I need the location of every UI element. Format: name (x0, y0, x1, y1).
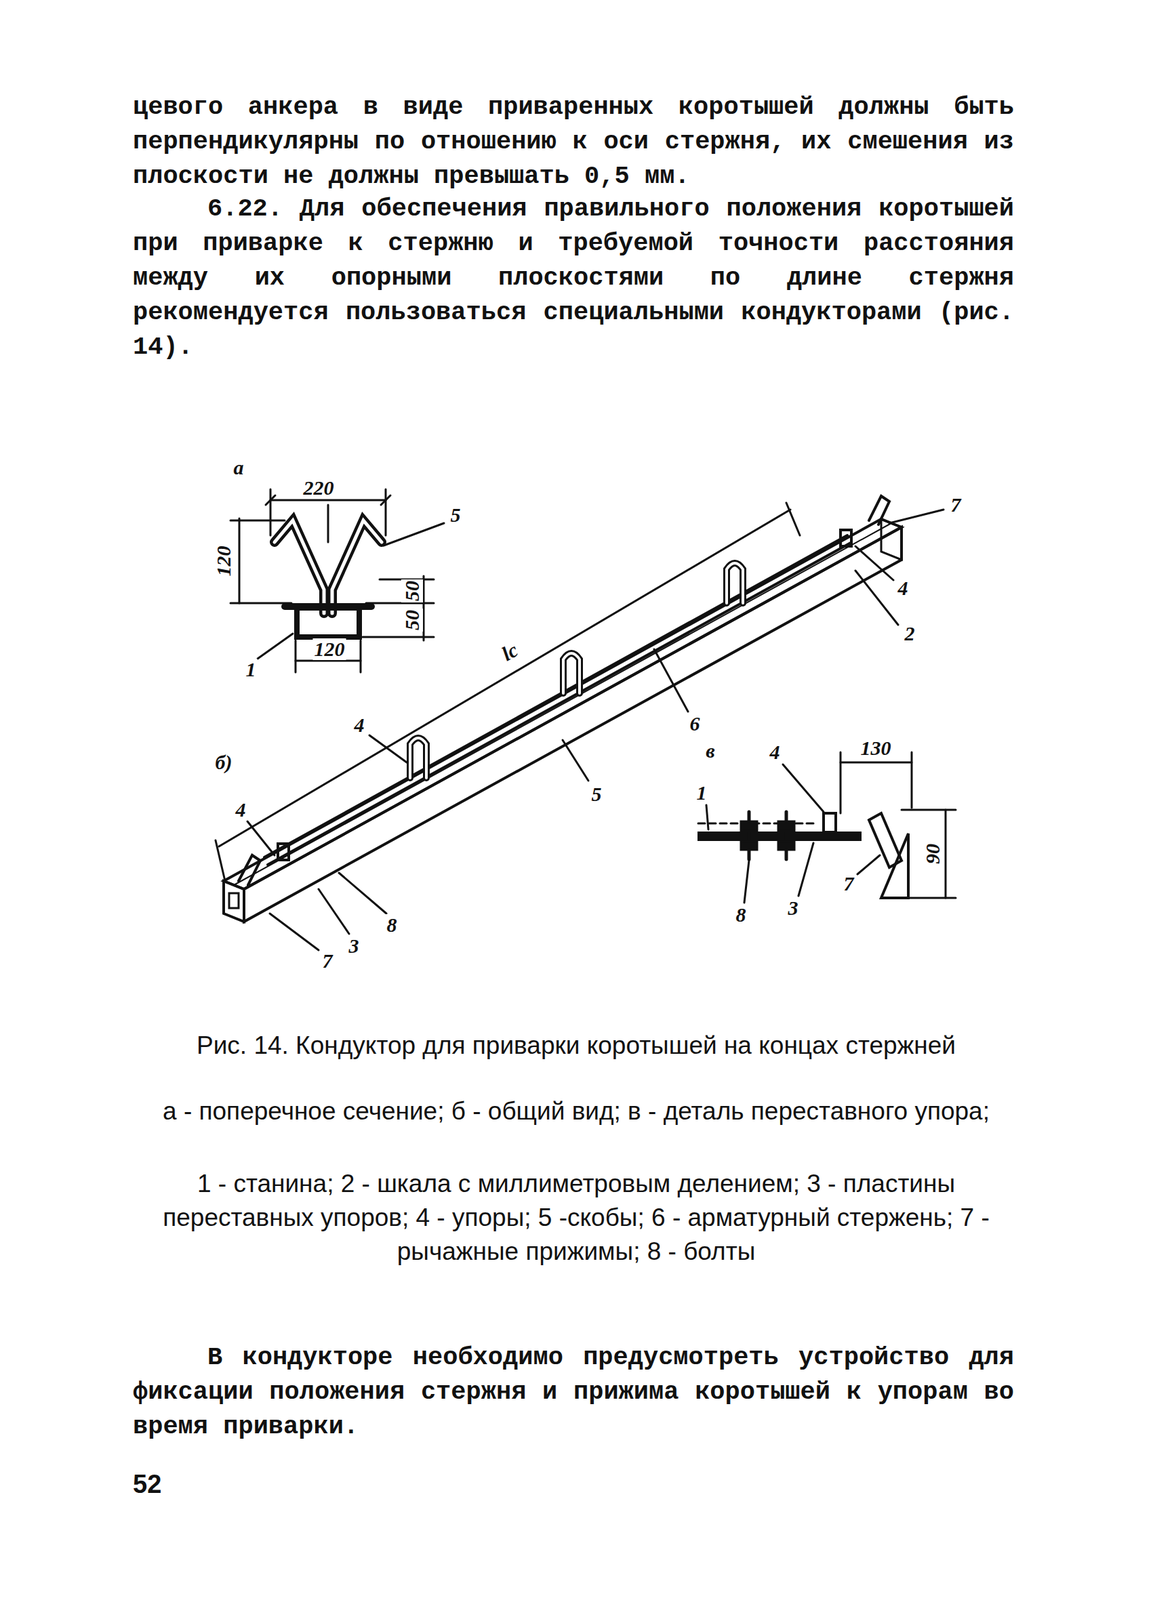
body-paragraph: цевого анкера в виде приваренных коротыш… (132, 90, 1015, 194)
callout-number: 3 (786, 897, 800, 920)
figure-key: 1 - станина; 2 - шкала с миллиметровым д… (135, 1167, 1017, 1269)
callout-number: 4 (353, 714, 367, 737)
callout-number: lс (496, 638, 523, 666)
callout-number: 1 (695, 782, 709, 804)
page-number: 52 (132, 1470, 162, 1499)
callout-number: 220 (302, 477, 336, 499)
callout-number: 8 (385, 914, 399, 937)
callout-number: 7 (842, 873, 856, 895)
figure-explanation: а - поперечное сечение; б - общий вид; в… (155, 1094, 997, 1129)
callout-number: в (704, 740, 716, 762)
callout-number: а (232, 456, 246, 479)
callout-number: 50 (401, 579, 423, 603)
callout-number: 5 (590, 783, 604, 806)
callout-number: 120 (212, 544, 235, 579)
callout-number: 8 (734, 904, 748, 926)
callout-number: 2 (903, 622, 917, 645)
body-paragraph: 6.22. Для обеспечения правильного положе… (132, 191, 1015, 365)
callout-number: 50 (401, 608, 423, 632)
callout-number: 120 (313, 638, 347, 661)
callout-number: 4 (234, 799, 248, 821)
figure-caption: Рис. 14. Кондуктор для приварки коротыше… (155, 1028, 997, 1063)
callout-number: 7 (949, 494, 963, 516)
callout-number: 3 (347, 935, 361, 958)
body-paragraph: В кондукторе необходимо предусмотреть ус… (132, 1340, 1015, 1445)
callout-number: б) (214, 751, 234, 774)
callout-number: 130 (859, 737, 893, 760)
callout-number: 1 (244, 658, 258, 681)
callout-number: 4 (896, 577, 910, 600)
callout-number: 6 (688, 713, 702, 735)
callout-number: 4 (768, 741, 782, 764)
callout-number: 5 (449, 504, 463, 527)
callout-number: 7 (321, 950, 335, 973)
callout-number: 90 (921, 842, 944, 866)
